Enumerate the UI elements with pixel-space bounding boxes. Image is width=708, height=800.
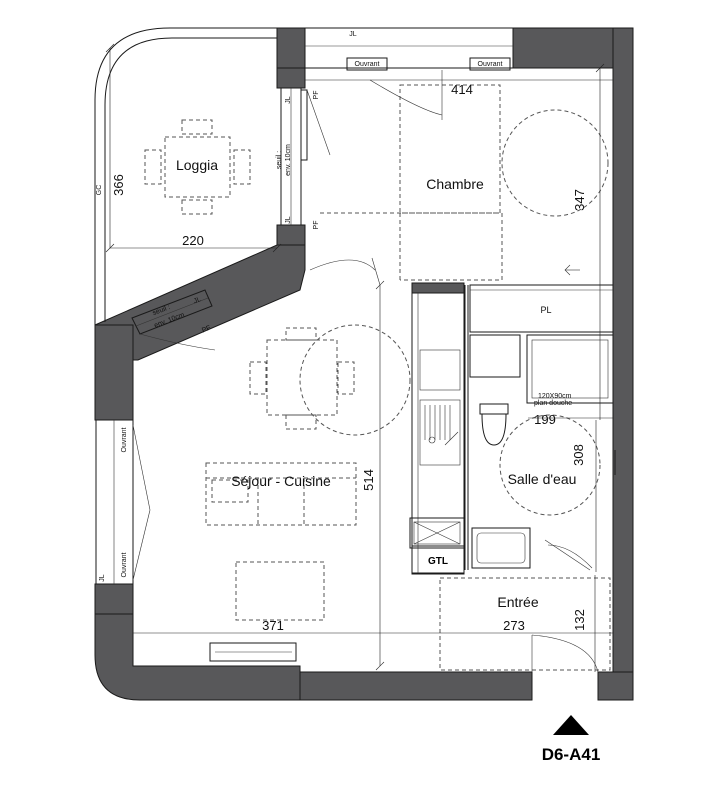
label-gtl: GTL: [428, 556, 448, 567]
label-shower-2: plan douche: [534, 400, 572, 407]
dim-entree-h: 132: [572, 609, 587, 631]
kitchen: GTL: [409, 292, 465, 575]
room-label-salle-eau: Salle d'eau: [508, 471, 577, 487]
label-jl-top: JL: [349, 31, 357, 38]
loggia: Loggia 366 GC 220: [94, 27, 282, 325]
dim-chambre-h: 347: [572, 189, 587, 211]
entry-marker: D6-A41: [542, 715, 601, 764]
label-ouvrant-left-2: Ouvrant: [121, 552, 128, 577]
entree: Entrée 273 132: [412, 575, 613, 700]
label-gc: GC: [96, 185, 103, 196]
dim-loggia-h: 366: [111, 174, 126, 196]
label-jl-1: JL: [285, 96, 292, 104]
label-jl-left: JL: [99, 574, 106, 582]
label-seuil-1: seuil :: [276, 151, 283, 169]
salle-eau: 120X90cm plan douche 199 308 Salle d'eau: [464, 285, 616, 572]
room-label-entree: Entrée: [497, 594, 538, 610]
dim-sdb-w: 199: [534, 412, 556, 427]
dim-sejour-h: 514: [361, 469, 376, 491]
label-shower: 120X90cm: [538, 393, 572, 400]
room-label-sejour: Séjour - Cuisine: [231, 473, 331, 489]
window-loggia-chambre: JL PF seuil : env. 10cm JL PF: [276, 87, 331, 230]
chambre: JL Ouvrant Ouvrant Chambre 414 347: [304, 27, 613, 420]
dim-entree-w: 273: [503, 618, 525, 633]
unit-code: D6-A41: [542, 745, 601, 764]
label-jl-2: JL: [285, 216, 292, 224]
dim-sejour-w: 371: [262, 618, 284, 633]
label-env-1: env. 10cm: [285, 144, 292, 176]
label-jl-3: JL: [193, 296, 203, 305]
walls: [94, 27, 634, 701]
dim-chambre-w: 414: [451, 82, 473, 97]
dim-loggia-w: 220: [182, 233, 204, 248]
room-label-chambre: Chambre: [426, 176, 484, 192]
label-ouvrant-left-1: Ouvrant: [121, 427, 128, 452]
label-pf-2: PF: [313, 221, 320, 230]
dim-sdb-h: 308: [571, 444, 586, 466]
room-label-loggia: Loggia: [176, 157, 218, 173]
placard: PL: [469, 284, 614, 333]
label-ouvrant-top-1: Ouvrant: [355, 61, 380, 68]
label-pl: PL: [540, 305, 551, 315]
label-ouvrant-top-2: Ouvrant: [478, 61, 503, 68]
entry-arrow-icon: [553, 715, 589, 735]
label-pf-3: PF: [201, 325, 212, 335]
label-pf-1: PF: [313, 91, 320, 100]
sejour: Ouvrant Ouvrant JL seuil : env. 10cm JL …: [95, 257, 412, 671]
